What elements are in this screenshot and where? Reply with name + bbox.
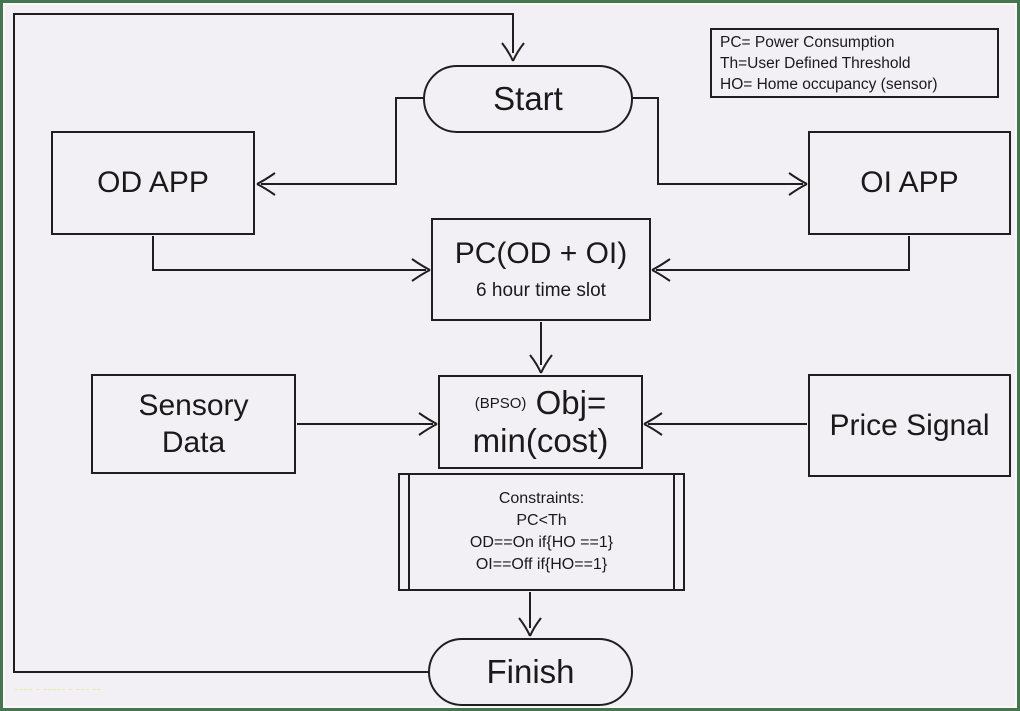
connector-constraints-to-finish bbox=[518, 592, 542, 637]
legend-line-pc: PC= Power Consumption bbox=[720, 34, 895, 51]
arrow-right-icon bbox=[788, 172, 808, 196]
sensory-data-node: Sensory Data bbox=[91, 374, 296, 474]
pc-subtitle: 6 hour time slot bbox=[476, 280, 606, 301]
connector-finish-to-start bbox=[13, 13, 525, 673]
arrow-right-icon bbox=[418, 412, 438, 436]
constraints-title: Constraints: bbox=[498, 490, 585, 507]
connector-od-to-pc bbox=[152, 236, 431, 282]
legend-box: PC= Power Consumption Th=User Defined Th… bbox=[710, 28, 999, 98]
watermark-text: ⎯⎯⎯⎯ ⎯ ⎯⎯⎯⎯⎯ ⎯ ⎯⎯⎯ ⎯⎯ bbox=[15, 686, 102, 693]
objective-node: (BPSO) Obj= min(cost) bbox=[438, 375, 643, 469]
connector-oi-to-pc bbox=[651, 236, 910, 282]
arrow-down-icon bbox=[529, 354, 553, 374]
arrow-down-icon bbox=[501, 42, 525, 62]
arrow-right-icon bbox=[411, 258, 431, 282]
connector-sensory-to-obj bbox=[297, 412, 438, 436]
sensory-data-label-line2: Data bbox=[161, 426, 226, 459]
start-label: Start bbox=[493, 80, 563, 117]
arrow-left-icon bbox=[256, 172, 276, 196]
constraints-node: Constraints: PC<Th OD==On if{HO ==1} OI=… bbox=[398, 473, 685, 591]
connector-start-to-oi bbox=[632, 97, 808, 196]
oi-app-node: OI APP bbox=[808, 131, 1011, 235]
price-signal-node: Price Signal bbox=[808, 374, 1011, 477]
legend-line-ho: HO= Home occupancy (sensor) bbox=[720, 76, 938, 93]
objective-label-line2: min(cost) bbox=[472, 422, 609, 459]
arrow-left-icon bbox=[651, 258, 671, 282]
predefined-process-left-bar bbox=[408, 475, 410, 589]
connector-start-to-od bbox=[256, 97, 427, 196]
finish-node: Finish bbox=[428, 638, 633, 706]
connector-price-to-obj bbox=[643, 412, 807, 436]
od-app-label: OD APP bbox=[97, 166, 209, 200]
sensory-data-label-line1: Sensory bbox=[138, 388, 249, 422]
connector-pc-to-obj bbox=[529, 322, 553, 374]
price-signal-label: Price Signal bbox=[829, 408, 990, 442]
constraint-line-1: PC<Th bbox=[516, 512, 567, 529]
arrow-down-icon bbox=[518, 617, 542, 637]
finish-label: Finish bbox=[486, 653, 575, 690]
connector-layer bbox=[13, 13, 910, 673]
predefined-process-right-bar bbox=[673, 475, 675, 589]
legend-line-th: Th=User Defined Threshold bbox=[720, 55, 911, 72]
objective-label-line1: Obj= bbox=[535, 384, 607, 422]
objective-prefix: (BPSO) bbox=[474, 395, 527, 413]
arrow-left-icon bbox=[643, 412, 663, 436]
pc-title: PC(OD + OI) bbox=[454, 237, 628, 270]
oi-app-label: OI APP bbox=[860, 166, 959, 200]
start-node: Start bbox=[423, 65, 633, 133]
pc-node: PC(OD + OI) 6 hour time slot bbox=[431, 218, 651, 321]
od-app-node: OD APP bbox=[51, 131, 255, 235]
constraint-line-2: OD==On if{HO ==1} bbox=[469, 534, 614, 551]
constraint-line-3: OI==Off if{HO==1} bbox=[475, 556, 608, 573]
